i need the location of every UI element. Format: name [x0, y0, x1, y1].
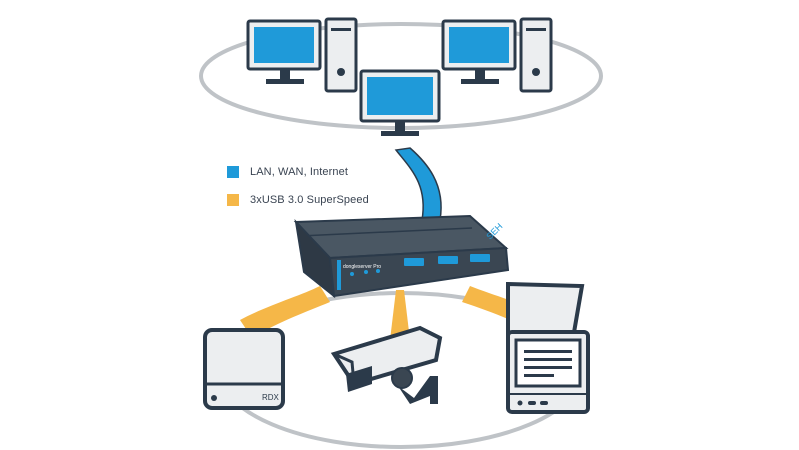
legend-label-lan: LAN, WAN, Internet	[250, 166, 348, 178]
usb-port-1	[404, 258, 424, 266]
camera-mount	[398, 376, 438, 404]
legend-swatch-lan	[227, 166, 239, 178]
hub-blue-strip	[337, 260, 341, 290]
lan-link	[394, 147, 442, 221]
hub-brand-label: SEH	[484, 221, 504, 241]
usb-port-2	[438, 256, 458, 264]
scanner-button-1	[517, 400, 523, 406]
rdx-drive	[203, 328, 285, 410]
usb-link-camera	[390, 290, 410, 340]
usb-port-3	[470, 254, 490, 262]
legend: LAN, WAN, Internet 3xUSB 3.0 SuperSpeed	[227, 164, 369, 220]
scanner-button-2	[528, 401, 536, 405]
security-camera	[330, 325, 443, 404]
dongle-server-hub	[293, 214, 510, 299]
computer-1	[246, 17, 358, 93]
rdx-label: RDX	[262, 393, 280, 402]
drive-led	[211, 395, 217, 401]
flatbed-scanner	[506, 281, 590, 414]
legend-item-usb: 3xUSB 3.0 SuperSpeed	[227, 192, 369, 208]
legend-label-usb: 3xUSB 3.0 SuperSpeed	[250, 194, 369, 206]
scanner-button-3	[540, 401, 548, 405]
tower-1	[324, 17, 358, 93]
legend-item-lan: LAN, WAN, Internet	[227, 164, 369, 180]
computer-2	[441, 17, 553, 93]
scanner-glass	[514, 338, 582, 388]
screen-3	[367, 77, 433, 115]
camera-joint	[391, 367, 413, 389]
tower-2	[519, 17, 553, 93]
hub-model-label: dongleserver Pro	[343, 264, 381, 270]
computer-3	[359, 69, 441, 136]
screen-1	[254, 27, 314, 63]
status-led-2	[364, 270, 368, 274]
usb-link-drive	[240, 286, 330, 338]
screen-2	[449, 27, 509, 63]
status-led-1	[350, 272, 354, 276]
hub-front	[328, 246, 510, 298]
status-led-3	[376, 269, 380, 273]
legend-swatch-usb	[227, 194, 239, 206]
camera-lens	[346, 366, 372, 392]
